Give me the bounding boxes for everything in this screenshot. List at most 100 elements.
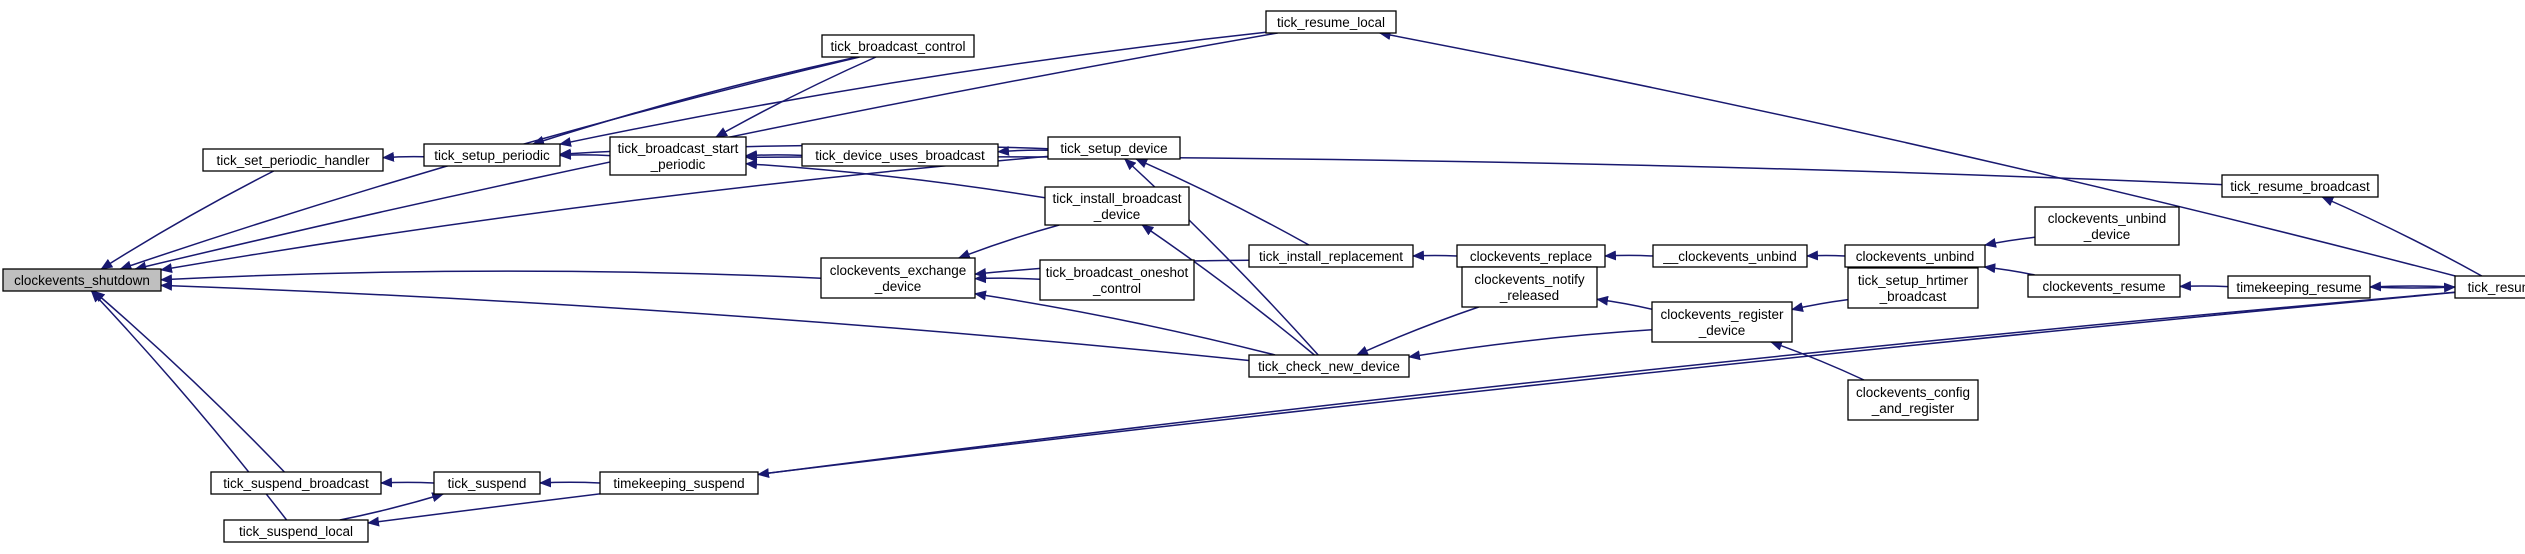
node-clockevents_shutdown[interactable]: clockevents_shutdown [2, 268, 162, 292]
node-box [1844, 244, 1986, 268]
node-label: tick_setup_hrtimer [1858, 273, 1969, 288]
edge-tick_device_uses_broadcast-to-tick_broadcast_start_periodic [745, 150, 803, 161]
node-tick_install_broadcast_device[interactable]: tick_install_broadcast_device [1044, 186, 1190, 226]
edge-tick_setup_periodic-to-tick_set_periodic_handler [382, 151, 425, 162]
node-box [609, 136, 747, 176]
node-label: timekeeping_resume [2236, 280, 2361, 295]
node-tick_resume[interactable]: tick_resume [2454, 275, 2525, 299]
node-box [210, 471, 382, 495]
node-tick_broadcast_control[interactable]: tick_broadcast_control [821, 34, 975, 58]
node-box [599, 471, 759, 495]
node-tick_setup_device[interactable]: tick_setup_device [1047, 136, 1181, 160]
node-label: __clockevents_unbind [1662, 249, 1797, 264]
node-tick_resume_broadcast[interactable]: tick_resume_broadcast [2221, 174, 2379, 198]
edge-tick_check_new_device-to-clockevents_exchange_device [974, 290, 1276, 356]
node-label: tick_setup_device [1060, 141, 1167, 156]
node-box [1461, 266, 1598, 308]
edge-timekeeping_suspend-to-tick_suspend [539, 477, 601, 488]
edge-clockevents_notify_released-to-tick_check_new_device [1355, 306, 1479, 356]
node-box [821, 34, 975, 58]
edge-tick_resume-to-tick_resume_broadcast [2321, 196, 2483, 277]
node-label: clockevents_replace [1470, 249, 1592, 264]
node-box [1651, 301, 1793, 343]
node-tick_broadcast_oneshot_control[interactable]: tick_broadcast_oneshot_control [1039, 259, 1195, 301]
node-clockevents_unbind[interactable]: clockevents_unbind [1844, 244, 1986, 268]
node-label: _control [1092, 281, 1141, 296]
node-tick_setup_hrtimer_broadcast[interactable]: tick_setup_hrtimer_broadcast [1847, 267, 1979, 309]
node-label: _device [2083, 227, 2131, 242]
node-label: tick_setup_periodic [434, 148, 550, 163]
node-clockevents_replace[interactable]: clockevents_replace [1456, 244, 1606, 268]
node-box [1265, 10, 1397, 34]
edge-timekeeping_resume-to-clockevents_resume [2179, 280, 2229, 291]
edge-tick_broadcast_start_periodic-to-tick_setup_periodic [559, 149, 611, 160]
node-clockevents_resume[interactable]: clockevents_resume [2027, 274, 2181, 298]
node-box [2227, 275, 2371, 299]
node-timekeeping_resume[interactable]: timekeeping_resume [2227, 275, 2371, 299]
edge-clockevents_exchange_device-to-clockevents_shutdown [160, 270, 822, 285]
node-box [223, 519, 369, 543]
node-label: _periodic [650, 157, 706, 172]
node-label: _broadcast [1879, 289, 1947, 304]
edge-tick_resume-to-tick_resume_local [1378, 30, 2456, 277]
node-label: clockevents_config [1856, 385, 1970, 400]
node-label: clockevents_notify [1474, 272, 1585, 287]
edge-tick_install_broadcast_device-to-tick_broadcast_start_periodic [745, 159, 1046, 199]
node-label: clockevents_unbind [1856, 249, 1975, 264]
node-box [2221, 174, 2379, 198]
node-clockevents_notify_released[interactable]: clockevents_notify_released [1461, 266, 1598, 308]
node-box [1248, 354, 1410, 378]
edge-tick_suspend_local-to-tick_suspend [339, 492, 445, 521]
edge-tick_resume-to-timekeeping_suspend [757, 291, 2456, 479]
node-clockevents_config_and_register[interactable]: clockevents_config_and_register [1847, 379, 1979, 421]
edge-tick_install_replacement-to-tick_setup_device [1135, 158, 1310, 246]
node-label: tick_resume_broadcast [2230, 179, 2370, 194]
node-label: _device [1093, 207, 1141, 222]
node-label: _device [874, 279, 922, 294]
node-box [2, 268, 162, 292]
node-tick_set_periodic_handler[interactable]: tick_set_periodic_handler [202, 148, 384, 172]
node-tick_suspend_local[interactable]: tick_suspend_local [223, 519, 369, 543]
node-box [423, 143, 561, 167]
edge-clockevents_register_device-to-tick_check_new_device [1408, 329, 1653, 361]
node-label: tick_broadcast_oneshot [1046, 265, 1189, 280]
node-box [820, 257, 976, 299]
node-label: clockevents_resume [2042, 279, 2165, 294]
node-label: _device [1698, 323, 1746, 338]
edge-clockevents_register_device-to-clockevents_notify_released [1596, 295, 1653, 311]
node-label: clockevents_unbind [2048, 211, 2167, 226]
node-tick_suspend[interactable]: tick_suspend [433, 471, 541, 495]
edge-clockevents_replace-to-tick_install_replacement [1412, 250, 1458, 261]
node-clockevents_unbind_device[interactable]: clockevents_unbind_device [2034, 206, 2180, 246]
nodes-layer: clockevents_shutdown tick_set_periodic_ha… [2, 10, 2525, 543]
node-label: tick_suspend_broadcast [223, 476, 369, 491]
node-label: tick_install_broadcast [1052, 191, 1181, 206]
node-clockevents_register_device[interactable]: clockevents_register_device [1651, 301, 1793, 343]
edge-clockevents_unbind_device-to-clockevents_unbind [1984, 236, 2036, 248]
node-box [2027, 274, 2181, 298]
node-box [1652, 244, 1808, 268]
node-label: clockevents_register [1660, 307, 1784, 322]
node-tick_setup_periodic[interactable]: tick_setup_periodic [423, 143, 561, 167]
node-box [1847, 267, 1979, 309]
node-box [1847, 379, 1979, 421]
edge-__clockevents_unbind-to-clockevents_replace [1604, 250, 1654, 261]
node-tick_install_replacement[interactable]: tick_install_replacement [1248, 244, 1414, 268]
edge-tick_check_new_device-to-tick_install_broadcast_device [1141, 224, 1315, 356]
node-label: clockevents_shutdown [14, 273, 150, 288]
node-tick_broadcast_start_periodic[interactable]: tick_broadcast_start_periodic [609, 136, 747, 176]
node-tick_suspend_broadcast[interactable]: tick_suspend_broadcast [210, 471, 382, 495]
node-__clockevents_unbind[interactable]: __clockevents_unbind [1652, 244, 1808, 268]
node-clockevents_exchange_device[interactable]: clockevents_exchange_device [820, 257, 976, 299]
node-label: tick_broadcast_start [618, 141, 739, 156]
node-label: tick_broadcast_control [830, 39, 965, 54]
edge-clockevents_config_and_register-to-clockevents_register_device [1770, 340, 1865, 381]
node-box [1039, 259, 1195, 301]
node-label: tick_device_uses_broadcast [815, 148, 985, 163]
node-tick_check_new_device[interactable]: tick_check_new_device [1248, 354, 1410, 378]
node-tick_device_uses_broadcast[interactable]: tick_device_uses_broadcast [801, 143, 999, 167]
node-label: _and_register [1871, 401, 1955, 416]
node-timekeeping_suspend[interactable]: timekeeping_suspend [599, 471, 759, 495]
node-tick_resume_local[interactable]: tick_resume_local [1265, 10, 1397, 34]
